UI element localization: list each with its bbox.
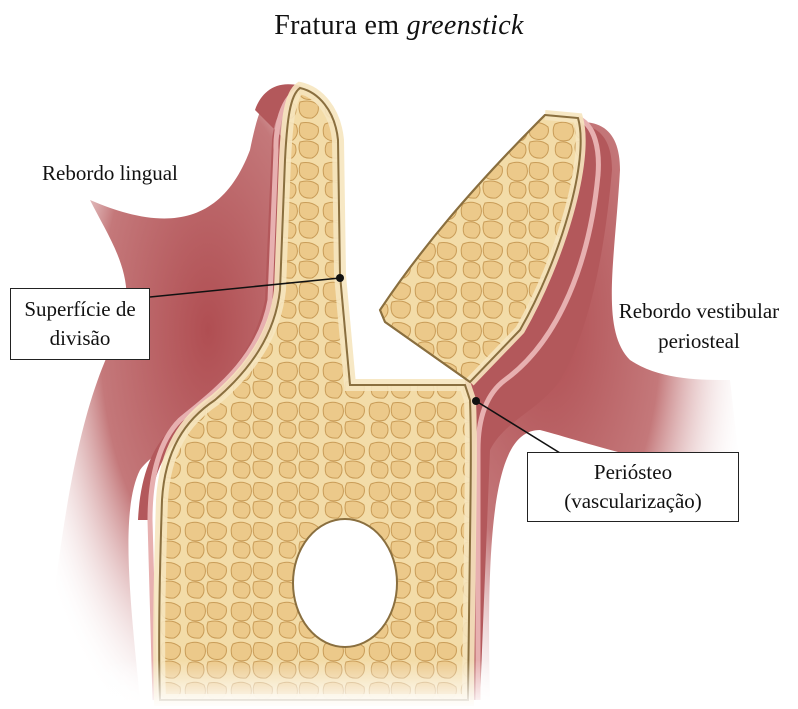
box-periosteum-line2: (vascularização)	[528, 487, 738, 516]
box-split-line1: Superfície de	[11, 295, 149, 324]
label-vestibular-line2: periosteal	[606, 326, 792, 356]
box-periosteum-line1: Periósteo	[528, 458, 738, 487]
label-lingual: Rebordo lingual	[42, 158, 178, 188]
label-vestibular-line1: Rebordo vestibular	[606, 296, 792, 326]
periosteum-point	[472, 397, 480, 405]
box-periosteum: Periósteo (vascularização)	[527, 452, 739, 522]
split-point	[336, 274, 344, 282]
label-vestibular: Rebordo vestibular periosteal	[606, 296, 792, 356]
box-split-surface: Superfície de divisão	[10, 288, 150, 360]
canal-hole	[293, 519, 397, 647]
box-split-line2: divisão	[11, 324, 149, 353]
